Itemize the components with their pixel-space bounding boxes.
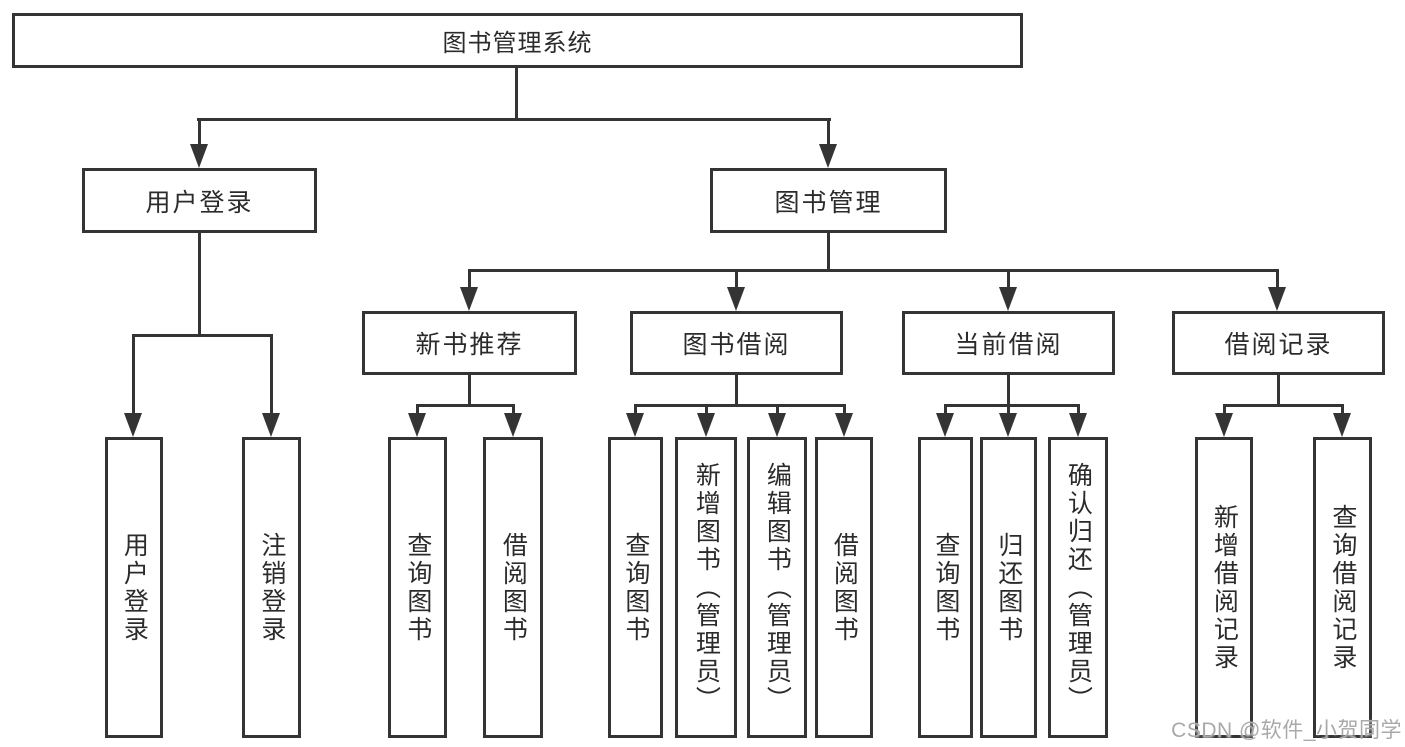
connector [132,334,273,337]
node-book-management: 图书管理 [710,168,947,233]
connector [634,404,846,407]
leaf-bb-add-books-admin: 新增图书（管理员） [675,437,737,738]
connector [1223,404,1226,418]
connector [944,404,1080,407]
connector [1277,374,1280,407]
arrowhead-down [999,287,1017,311]
connector [1341,404,1344,418]
connector [1223,404,1344,407]
arrowhead-down [999,413,1017,437]
leaf-br-add-borrow-record-label: 新增借阅记录 [1210,503,1239,672]
connector [735,374,738,407]
csdn-watermark: CSDN @软件_小贺同学 [1171,719,1402,742]
connector [843,404,846,418]
connector [1276,269,1279,291]
arrowhead-down [1069,413,1087,437]
leaf-logout-label: 注销登录 [257,531,286,644]
connector [198,233,201,337]
leaf-nb-query-books-label: 查询图书 [403,531,432,644]
connector [1007,269,1010,291]
arrowhead-down [936,413,954,437]
connector [416,404,515,407]
leaf-bb-add-books-admin-label: 新增图书（管理员） [692,461,721,714]
connector [1007,374,1010,407]
leaf-bb-borrow-books: 借阅图书 [815,437,873,738]
leaf-bb-edit-books-admin: 编辑图书（管理员） [747,437,807,738]
leaf-br-add-borrow-record: 新增借阅记录 [1195,437,1253,738]
arrowhead-down [504,413,522,437]
connector [270,334,273,417]
arrowhead-down [124,413,142,437]
leaf-logout: 注销登录 [242,437,301,738]
connector [468,269,1279,272]
leaf-cb-query-books: 查询图书 [918,437,973,738]
node-book-borrowing: 图书借阅 [630,311,843,375]
leaf-cb-confirm-return-admin: 确认归还（管理员） [1048,437,1108,738]
node-user-login: 用户登录 [82,168,317,233]
connector [944,404,947,418]
arrowhead-down [697,413,715,437]
arrowhead-down [768,413,786,437]
leaf-bb-query-books: 查询图书 [608,437,663,738]
node-borrowing-records: 借阅记录 [1172,311,1385,375]
leaf-cb-return-books-label: 归还图书 [994,531,1023,644]
leaf-cb-return-books: 归还图书 [980,437,1037,738]
connector [705,404,708,418]
connector [515,68,518,121]
leaf-br-query-borrow-record: 查询借阅记录 [1313,437,1372,738]
leaf-nb-query-books: 查询图书 [388,437,447,738]
node-current-borrowing: 当前借阅 [902,311,1115,375]
arrowhead-down [460,287,478,311]
arrowhead-down [1215,413,1233,437]
arrowhead-down [1268,287,1286,311]
leaf-nb-borrow-books: 借阅图书 [483,437,543,738]
connector [634,404,637,418]
leaf-bb-borrow-books-label: 借阅图书 [830,531,859,644]
connector [198,118,201,148]
arrowhead-down [1333,413,1351,437]
arrowhead-down [262,413,280,437]
leaf-br-query-borrow-record-label: 查询借阅记录 [1328,503,1357,672]
leaf-user-login-label: 用户登录 [120,531,149,644]
connector [468,269,471,291]
connector [827,233,830,272]
arrowhead-down [819,144,837,168]
connector [1007,404,1010,418]
leaf-bb-edit-books-admin-label: 编辑图书（管理员） [763,461,792,714]
leaf-bb-query-books-label: 查询图书 [621,531,650,644]
leaf-cb-confirm-return-admin-label: 确认归还（管理员） [1064,461,1093,714]
connector [416,404,419,418]
connector [132,334,135,417]
arrowhead-down [190,144,208,168]
connector [827,118,830,148]
node-library-management-system: 图书管理系统 [12,13,1023,68]
arrowhead-down [835,413,853,437]
connector [197,118,831,121]
arrowhead-down [408,413,426,437]
connector [468,374,471,407]
leaf-nb-borrow-books-label: 借阅图书 [499,531,528,644]
connector [776,404,779,418]
connector [512,404,515,418]
connector [1077,404,1080,418]
node-new-book-recommendation: 新书推荐 [362,311,577,375]
connector [735,269,738,291]
arrowhead-down [727,287,745,311]
leaf-cb-query-books-label: 查询图书 [931,531,960,644]
arrowhead-down [626,413,644,437]
leaf-user-login: 用户登录 [105,437,163,738]
